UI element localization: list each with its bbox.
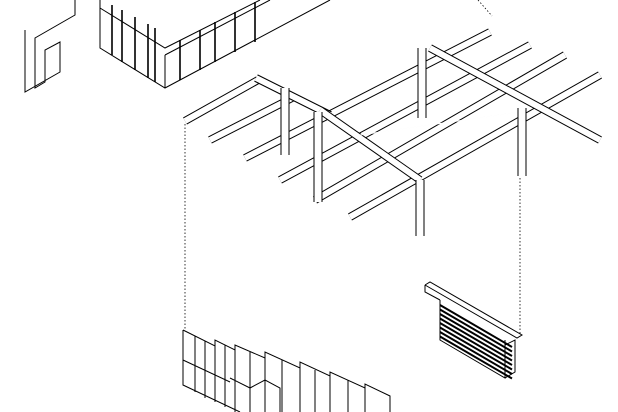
projection-lines	[184, 0, 521, 335]
louver-slat	[439, 304, 513, 348]
glazed-facade	[182, 329, 391, 412]
louver-slat	[439, 335, 513, 380]
beam	[183, 77, 260, 124]
girder	[428, 45, 602, 143]
louver-slat	[439, 326, 513, 371]
louver-slat	[439, 317, 513, 362]
girder	[254, 75, 332, 118]
louver-slat	[439, 331, 513, 375]
roof-beam-frame	[183, 28, 602, 221]
columns	[280, 48, 527, 236]
beam	[208, 95, 294, 143]
louver-slat	[439, 322, 513, 366]
girder	[318, 107, 422, 183]
louver-slat	[439, 313, 513, 357]
beam	[348, 72, 602, 220]
existing-building	[24, 0, 331, 93]
beam	[313, 52, 567, 203]
louvered-panel	[424, 281, 523, 380]
louver-slat	[439, 308, 513, 353]
beam-ghost	[359, 111, 521, 136]
